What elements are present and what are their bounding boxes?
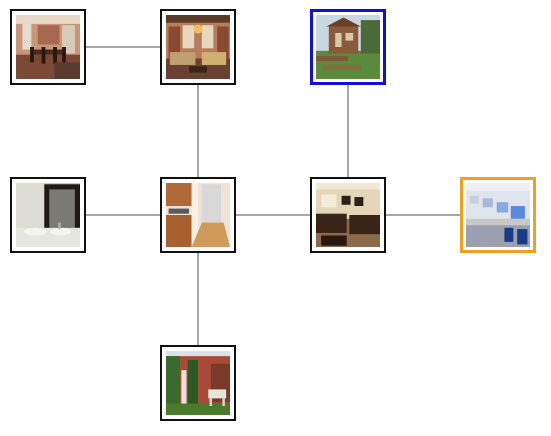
thumbnail-classroom <box>316 183 380 247</box>
thumbnail-garden <box>166 351 230 415</box>
graph-edges <box>48 46 498 383</box>
graph-node-classroom[interactable] <box>310 177 386 253</box>
thumbnail-dining-room <box>16 15 80 79</box>
graph-node-backyard-shed[interactable] <box>310 9 386 85</box>
graph-node-dining-room[interactable] <box>10 9 86 85</box>
thumbnail-living-room <box>166 15 230 79</box>
thumbnail-kitchen <box>166 183 230 247</box>
graph-node-bathroom[interactable] <box>10 177 86 253</box>
graph-node-kitchen[interactable] <box>160 177 236 253</box>
thumbnail-backyard-shed <box>316 15 380 79</box>
thumbnail-bathroom <box>16 183 80 247</box>
thumbnail-computer-lab <box>466 183 530 247</box>
graph-node-living-room[interactable] <box>160 9 236 85</box>
graph-node-computer-lab[interactable] <box>460 177 536 253</box>
graph-node-garden[interactable] <box>160 345 236 421</box>
